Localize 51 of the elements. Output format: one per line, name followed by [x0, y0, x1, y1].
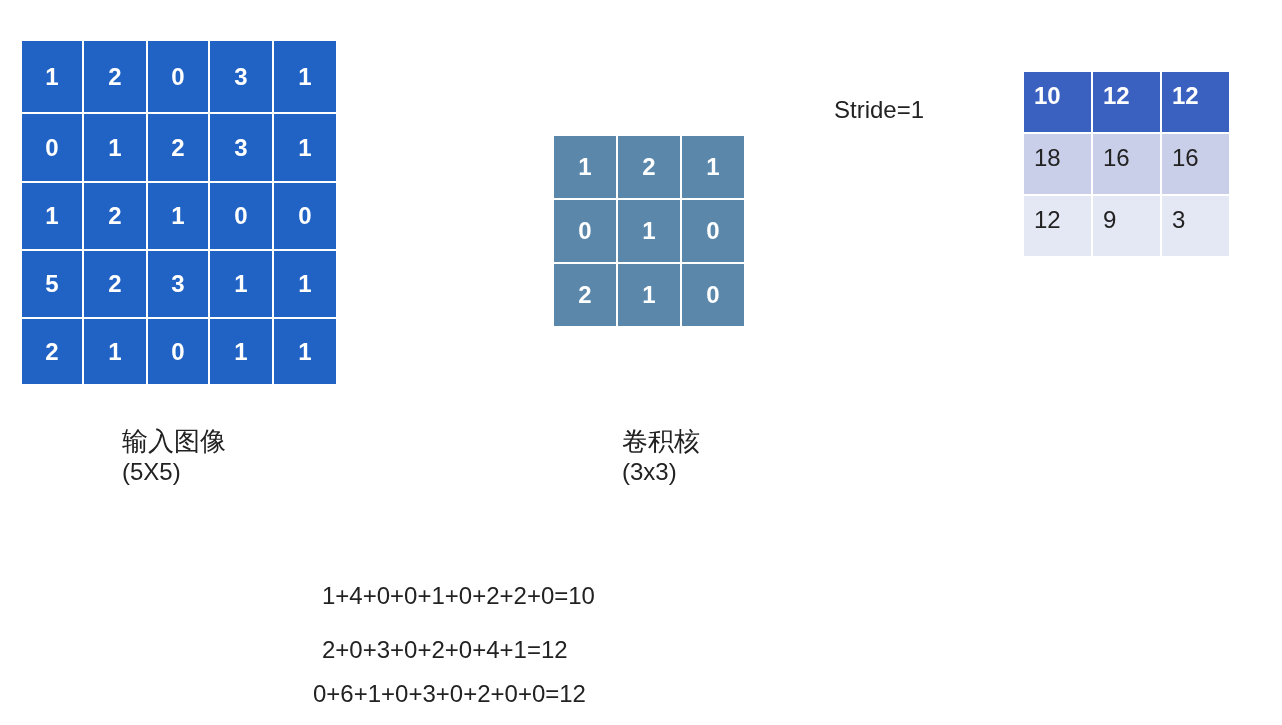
table-cell: 2 — [147, 113, 209, 182]
table-cell: 1 — [273, 250, 337, 318]
table-cell: 1 — [681, 135, 745, 199]
table-cell: 1 — [83, 113, 147, 182]
table-cell: 1 — [617, 263, 681, 327]
table-cell: 16 — [1092, 133, 1161, 195]
table-cell: 1 — [209, 318, 273, 385]
stride-text: Stride=1 — [834, 96, 925, 124]
table-cell: 1 — [21, 40, 83, 113]
table-cell: 12 — [1023, 195, 1092, 257]
table-cell: 2 — [617, 135, 681, 199]
table-cell: 0 — [681, 199, 745, 263]
table-cell: 3 — [147, 250, 209, 318]
table-cell: 0 — [147, 40, 209, 113]
caption-text: (5X5) — [122, 458, 181, 486]
formula-text: 0+6+1+0+3+0+2+0+0=12 — [313, 680, 586, 708]
table-cell: 0 — [681, 263, 745, 327]
table-cell: 0 — [147, 318, 209, 385]
caption-text: 输入图像 — [122, 425, 226, 458]
table-cell: 2 — [553, 263, 617, 327]
table-cell: 1 — [617, 199, 681, 263]
table-cell: 0 — [273, 182, 337, 250]
table-cell: 2 — [83, 250, 147, 318]
table-cell: 1 — [553, 135, 617, 199]
table-cell: 10 — [1023, 71, 1092, 133]
table-cell: 2 — [21, 318, 83, 385]
table-cell: 2 — [83, 182, 147, 250]
table-cell: 3 — [1161, 195, 1230, 257]
table-cell: 9 — [1092, 195, 1161, 257]
table-cell: 18 — [1023, 133, 1092, 195]
table-cell: 0 — [21, 113, 83, 182]
formula-text: 2+0+3+0+2+0+4+1=12 — [322, 636, 568, 664]
table-cell: 1 — [209, 250, 273, 318]
table-cell: 1 — [147, 182, 209, 250]
table-cell: 1 — [273, 318, 337, 385]
table-cell: 1 — [273, 40, 337, 113]
caption-text: 卷积核 — [622, 425, 700, 458]
table-cell: 2 — [83, 40, 147, 113]
table-cell: 12 — [1092, 71, 1161, 133]
table-cell: 3 — [209, 113, 273, 182]
table-cell: 1 — [273, 113, 337, 182]
table-cell: 0 — [553, 199, 617, 263]
caption-text: (3x3) — [622, 458, 677, 486]
table-cell: 12 — [1161, 71, 1230, 133]
table-cell: 1 — [21, 182, 83, 250]
table-cell: 5 — [21, 250, 83, 318]
table-cell: 1 — [83, 318, 147, 385]
table-cell: 16 — [1161, 133, 1230, 195]
table-cell: 3 — [209, 40, 273, 113]
table-cell: 0 — [209, 182, 273, 250]
formula-text: 1+4+0+0+1+0+2+2+0=10 — [322, 582, 595, 610]
